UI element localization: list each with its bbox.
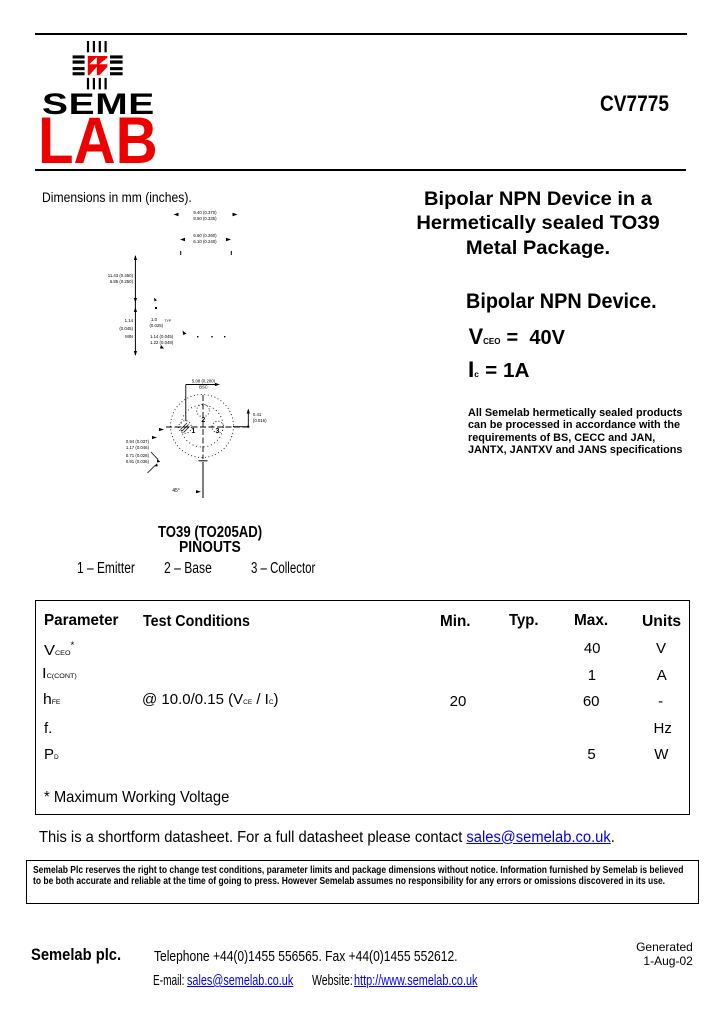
svg-text:11.43 (0.450): 11.43 (0.450) [108, 273, 134, 278]
svg-text:6.85 (0.250): 6.85 (0.250) [110, 279, 134, 284]
svg-text:1.0: 1.0 [151, 317, 158, 322]
svg-text:45°: 45° [172, 488, 180, 494]
svg-text:TYP: TYP [165, 319, 172, 323]
svg-text:0.94 (0.037): 0.94 (0.037) [126, 439, 150, 444]
svg-text:1.14 (0.045): 1.14 (0.045) [150, 334, 174, 339]
svg-text:6.10 (0.240): 6.10 (0.240) [193, 239, 217, 244]
svg-text:0.41: 0.41 [253, 412, 262, 417]
svg-text:BSC: BSC [199, 385, 208, 390]
svg-text:(0.045): (0.045) [119, 326, 133, 331]
svg-text:2: 2 [201, 417, 205, 424]
svg-text:0.71 (0.028): 0.71 (0.028) [126, 453, 150, 458]
svg-text:5.08 (0.200): 5.08 (0.200) [192, 379, 216, 384]
svg-text:MIN: MIN [125, 334, 133, 339]
svg-text:9.40 (0.370): 9.40 (0.370) [193, 210, 217, 215]
svg-text:1.22 (0.048): 1.22 (0.048) [150, 340, 174, 345]
svg-text:6.60 (0.260): 6.60 (0.260) [193, 233, 217, 238]
svg-text:8.50 (0.335): 8.50 (0.335) [193, 216, 217, 221]
svg-text:1.14: 1.14 [125, 318, 134, 323]
svg-text:0.91 (0.036): 0.91 (0.036) [126, 459, 150, 464]
svg-text:(0.016): (0.016) [253, 418, 267, 423]
svg-text:1.17 (0.046): 1.17 (0.046) [126, 445, 150, 450]
svg-text:1: 1 [191, 428, 195, 435]
svg-text:3: 3 [216, 428, 220, 435]
svg-text:(0.025): (0.025) [150, 323, 164, 328]
